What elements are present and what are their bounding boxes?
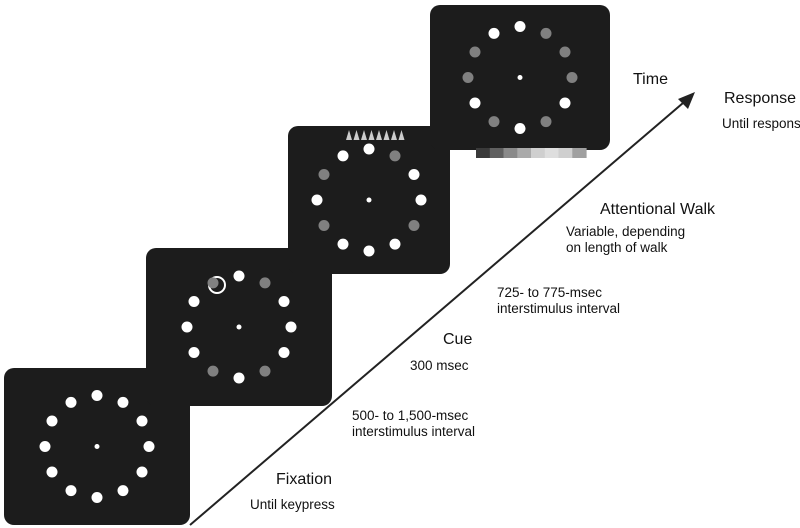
- placeholder-dot: [566, 72, 578, 83]
- walk-arrow-icon: [353, 130, 360, 140]
- stage-title-attentional-walk: Attentional Walk: [600, 201, 716, 218]
- placeholder-dot: [136, 415, 148, 427]
- cue-screen: [146, 248, 332, 406]
- placeholder-dot: [65, 485, 77, 497]
- time-arrow: [189, 96, 691, 526]
- placeholder-dot: [259, 277, 271, 289]
- fixation-point: [236, 324, 242, 330]
- stage-duration-response: Until response: [722, 116, 800, 131]
- placeholder-dot: [514, 123, 526, 134]
- walk-arrow-icon: [383, 130, 390, 140]
- placeholder-dot: [233, 270, 245, 282]
- placeholder-dot: [188, 347, 200, 358]
- placeholder-dot: [91, 390, 103, 401]
- placeholder-dot: [91, 492, 103, 503]
- walk-arrow-icon: [398, 130, 405, 140]
- response-scale-segment: [489, 148, 505, 158]
- response-scale-segment: [544, 148, 560, 158]
- placeholder-dot: [65, 396, 77, 408]
- stage-title-fixation: Fixation: [276, 471, 333, 488]
- walk-arrow-icon: [391, 130, 397, 140]
- placeholder-dot: [136, 466, 148, 478]
- placeholder-dot: [46, 415, 58, 427]
- fixation-point: [517, 75, 523, 80]
- placeholder-dot: [143, 441, 155, 452]
- placeholder-dot: [514, 21, 526, 32]
- walk-arrow-icon: [361, 130, 367, 140]
- response-screen: [430, 5, 610, 158]
- stage-duration-attentional-walk: Variable, depending on length of walk: [566, 224, 686, 256]
- placeholder-dot: [389, 150, 401, 162]
- placeholder-dot: [540, 116, 552, 128]
- stage-duration-cue: 300 msec: [410, 358, 469, 373]
- fixation-point: [94, 444, 100, 449]
- placeholder-dot: [363, 143, 375, 155]
- response-scale-segment: [572, 148, 587, 158]
- placeholder-dot: [318, 169, 330, 180]
- placeholder-dot: [363, 245, 375, 257]
- placeholder-dot: [311, 194, 323, 206]
- time-axis-label: Time: [633, 71, 668, 88]
- placeholder-dot: [278, 296, 290, 307]
- response-scale-segment: [531, 148, 546, 158]
- placeholder-dot: [207, 365, 219, 377]
- placeholder-dot: [408, 220, 420, 231]
- response-scale-segment: [558, 148, 573, 158]
- placeholder-dot: [278, 347, 290, 358]
- walk-arrow-icon: [346, 130, 352, 140]
- placeholder-dot: [389, 238, 401, 250]
- placeholder-dot: [469, 46, 481, 58]
- placeholder-dot: [188, 296, 200, 307]
- placeholder-dot: [469, 97, 481, 109]
- fixation-screen: [4, 368, 190, 525]
- placeholder-dot: [559, 97, 571, 109]
- placeholder-dot: [488, 27, 500, 39]
- placeholder-dot: [540, 27, 552, 39]
- placeholder-dot: [285, 321, 297, 333]
- walk-arrow-icon: [368, 130, 375, 140]
- placeholder-dot: [415, 194, 427, 206]
- response-scale-segment: [517, 148, 532, 158]
- response-scale-segment: [476, 148, 491, 158]
- fixation-point: [366, 197, 372, 203]
- placeholder-dot: [318, 220, 330, 231]
- interval-label-2: 725- to 775-msec interstimulus interval: [497, 285, 621, 317]
- walk-screen: [288, 126, 450, 274]
- response-scale-segment: [503, 148, 518, 158]
- placeholder-dot: [462, 72, 474, 83]
- placeholder-dot: [408, 169, 420, 180]
- placeholder-dot: [181, 321, 193, 333]
- time-arrow-head: [678, 92, 695, 109]
- stage-title-cue: Cue: [443, 331, 473, 348]
- placeholder-dot: [337, 238, 349, 250]
- stage-title-response: Response: [724, 90, 797, 107]
- placeholder-dot: [559, 46, 571, 58]
- placeholder-dot: [259, 365, 271, 377]
- placeholder-dot: [233, 372, 245, 384]
- placeholder-dot: [207, 277, 219, 289]
- walk-arrow-icon: [376, 130, 382, 140]
- placeholder-dot: [117, 396, 129, 408]
- placeholder-dot: [488, 116, 500, 128]
- interval-label-1: 500- to 1,500-msec interstimulus interva…: [352, 408, 476, 440]
- placeholder-dot: [46, 466, 58, 478]
- stage-duration-fixation: Until keypress: [250, 497, 335, 512]
- placeholder-dot: [39, 441, 51, 452]
- placeholder-dot: [117, 485, 129, 497]
- placeholder-dot: [337, 150, 349, 162]
